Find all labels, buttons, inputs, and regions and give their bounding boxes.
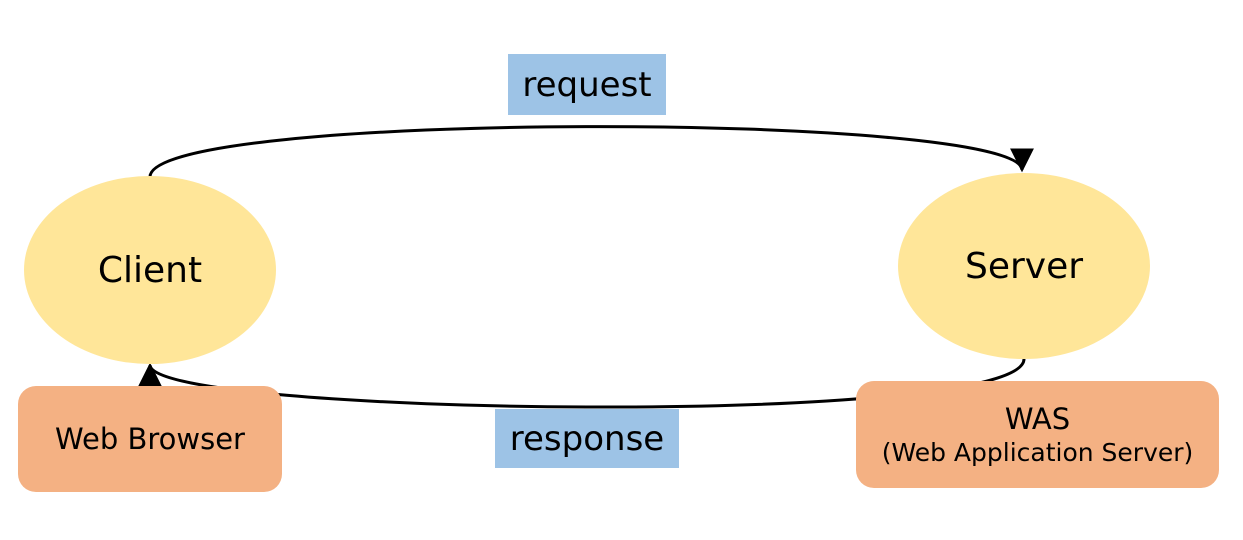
web-browser-box: Web Browser <box>18 386 282 492</box>
request-label-box: request <box>508 54 666 115</box>
was-box: WAS (Web Application Server) <box>856 381 1219 488</box>
was-title: WAS <box>1004 401 1071 436</box>
response-label-box: response <box>495 409 679 468</box>
server-label: Server <box>964 245 1084 287</box>
client-label: Client <box>97 249 203 291</box>
request-label: request <box>522 64 652 105</box>
client-node: Client <box>24 176 276 364</box>
server-node: Server <box>898 173 1150 359</box>
was-subtitle: (Web Application Server) <box>881 438 1194 467</box>
request-arrow <box>148 125 1034 178</box>
web-browser-label: Web Browser <box>55 422 245 456</box>
response-label: response <box>509 418 665 459</box>
